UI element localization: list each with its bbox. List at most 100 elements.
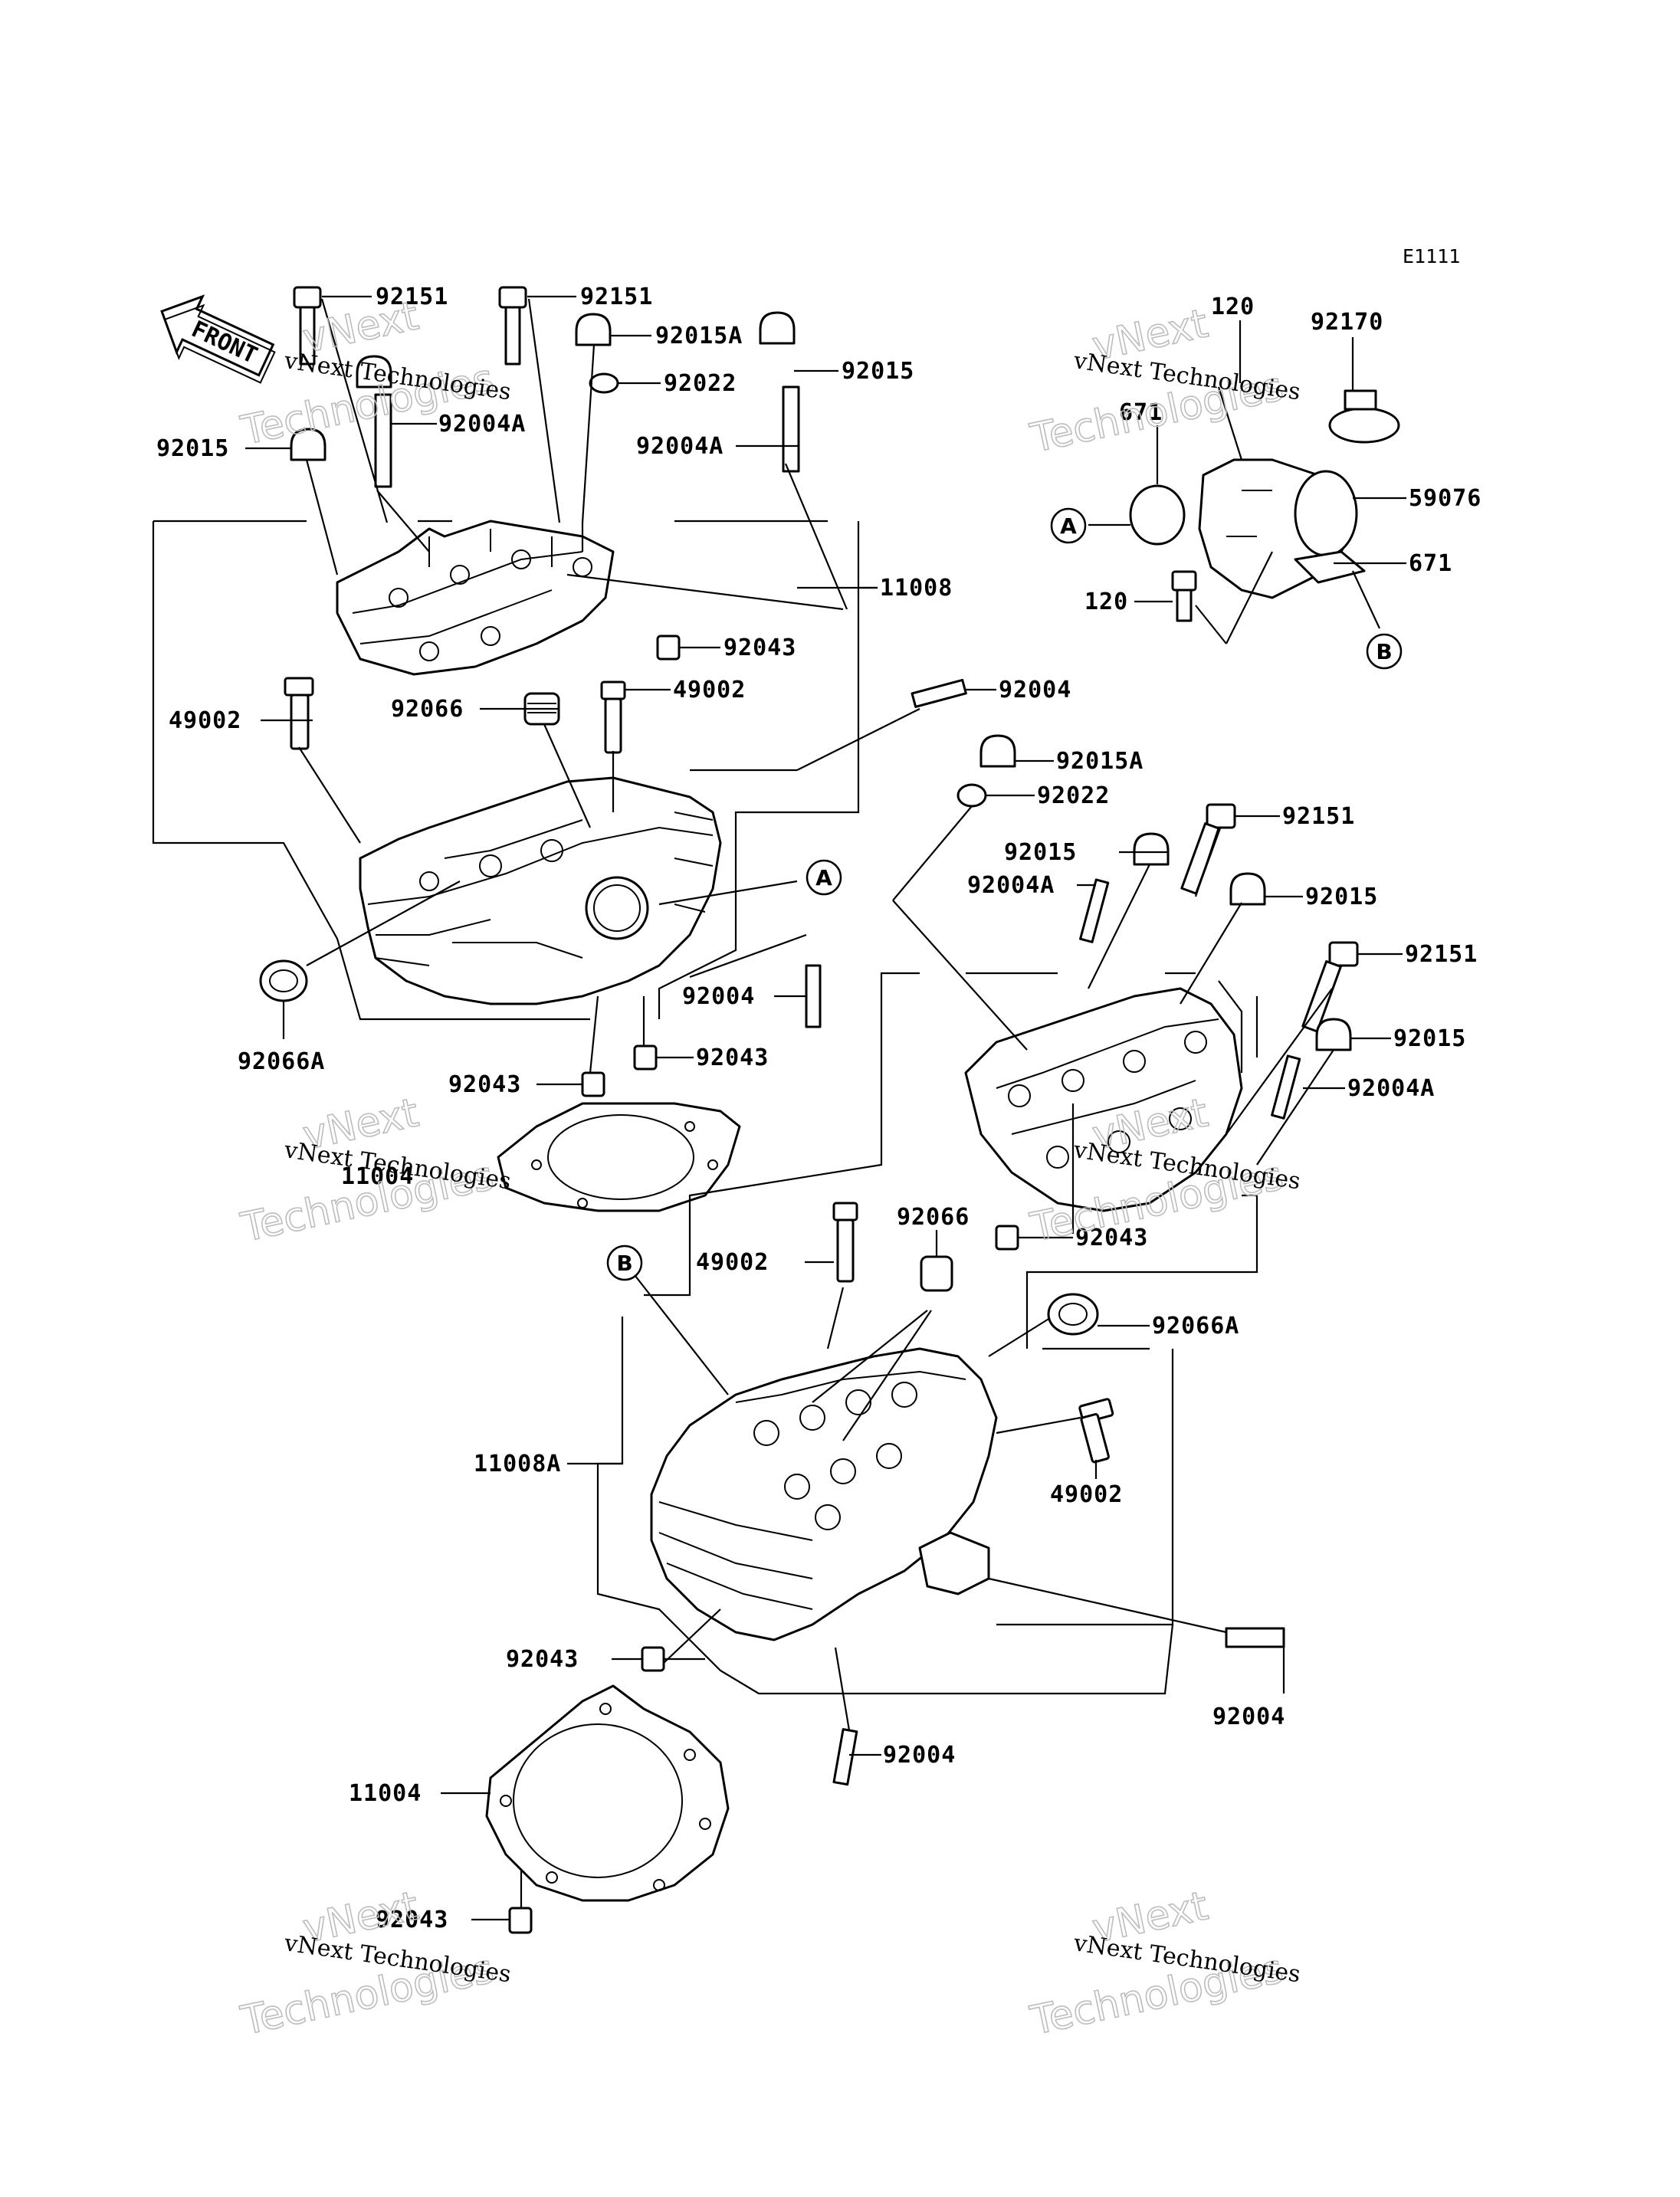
label-92043-b: 92043 — [696, 1044, 769, 1071]
watermark-bottom-right: vNext Technologies vNext Technologies — [1025, 1883, 1301, 2045]
stud-92004-a-icon — [911, 678, 967, 708]
label-92004-d: 92004 — [1212, 1703, 1285, 1730]
nut-92015-f-icon — [1315, 1018, 1352, 1051]
plug-92066a-a-icon — [259, 959, 308, 1002]
label-92015-b: 92015 — [156, 435, 229, 462]
label-92004a-b: 92004A — [636, 433, 724, 460]
label-92066-a: 92066 — [391, 696, 464, 723]
nut-upper-icon — [356, 355, 392, 389]
rear-head-cover — [964, 987, 1243, 1212]
front-head-assembly — [259, 286, 967, 1212]
marker-a-mid-label: A — [815, 865, 832, 890]
thermostat-housing-assembly — [1129, 389, 1400, 622]
washer-92022-icon — [589, 372, 619, 394]
stud-92004a-c-icon — [1079, 878, 1110, 943]
leader-lines — [152, 295, 1406, 1921]
marker-a-top: A — [1050, 507, 1087, 544]
front-arrow-icon: FRONT — [160, 294, 276, 384]
label-92170: 92170 — [1311, 309, 1383, 336]
label-49002-d: 49002 — [1050, 1481, 1123, 1508]
watermark-bottom-left: vNext Technologies vNext Technologies — [236, 1883, 512, 2045]
cylinder-head-front — [359, 776, 722, 1005]
dowel-92043-c-icon — [581, 1071, 605, 1097]
label-11004-a: 11004 — [341, 1163, 414, 1190]
seal-92066-b-icon — [920, 1255, 953, 1292]
label-92004-a: 92004 — [999, 677, 1071, 703]
label-120-b: 120 — [1084, 589, 1128, 615]
oring-671-b-icon — [1294, 550, 1366, 584]
label-92151-a: 92151 — [376, 284, 448, 310]
label-49002-a: 49002 — [169, 707, 241, 734]
rear-head-hardware — [956, 734, 1359, 1251]
stud-92004a-d-icon — [1271, 1054, 1301, 1120]
label-92004a-a: 92004A — [438, 411, 526, 438]
label-92004-c: 92004 — [883, 1742, 956, 1769]
bolt-92151-b-icon — [498, 286, 527, 366]
diagram-code: E1111 — [1403, 245, 1460, 267]
oring-671-a-icon — [1129, 484, 1186, 546]
cylinder-head-rear-11008a — [650, 1347, 998, 1641]
marker-b-top: B — [1366, 633, 1403, 670]
label-92015-e: 92015 — [1305, 884, 1378, 910]
label-92004-b: 92004 — [682, 983, 755, 1010]
stud-92004a-right-icon — [782, 385, 800, 473]
nut-92015a-icon — [575, 313, 612, 346]
dowel-92043-a-icon — [656, 635, 681, 661]
label-92022-b: 92022 — [1037, 782, 1110, 809]
label-120-a: 120 — [1211, 293, 1255, 320]
clamp-92170-icon — [1328, 389, 1400, 444]
stud-92004-b-icon — [805, 964, 822, 1028]
label-671-b: 671 — [1409, 550, 1452, 577]
stud-92004a-left-icon — [374, 393, 392, 488]
dowel-92043-d-icon — [995, 1225, 1019, 1251]
label-92043-e: 92043 — [506, 1646, 579, 1673]
washer-92022-b-icon — [956, 783, 987, 808]
label-49002-b: 49002 — [673, 677, 746, 703]
nut-92015-icon — [759, 311, 796, 345]
dowel-92043-b-icon — [633, 1044, 658, 1071]
watermark-mid-left: vNext Technologies vNext Technologies — [236, 1090, 512, 1252]
head-gasket-11004-b — [485, 1684, 730, 1902]
label-49002-c: 49002 — [696, 1249, 769, 1276]
label-92015-f: 92015 — [1393, 1025, 1466, 1052]
label-11004-b: 11004 — [349, 1780, 422, 1807]
rear-head-assembly — [485, 1202, 1285, 1934]
watermark-top-right: vNext Technologies vNext Technologies — [1025, 300, 1301, 463]
bolt-120-icon — [1171, 570, 1197, 622]
marker-a-mid: A — [806, 859, 842, 896]
label-671-a: 671 — [1119, 399, 1163, 426]
valve-guide-49002-c-icon — [832, 1202, 858, 1283]
label-92015a-b: 92015A — [1056, 748, 1144, 775]
label-92151-c: 92151 — [1282, 803, 1355, 830]
stud-92004-c-icon — [832, 1728, 858, 1786]
label-92043-f: 92043 — [376, 1907, 448, 1933]
nut-92015-e-icon — [1229, 872, 1266, 906]
marker-b-lower: B — [606, 1244, 643, 1281]
label-92043-d: 92043 — [1075, 1225, 1148, 1251]
bolt-92151-c-icon — [1180, 803, 1236, 895]
label-92015-d: 92015 — [1004, 839, 1077, 866]
marker-b-lower-label: B — [616, 1251, 632, 1276]
nut-92015-d-icon — [1133, 832, 1170, 866]
bolt-92151-d-icon — [1301, 941, 1359, 1033]
label-92066a-a: 92066A — [238, 1048, 325, 1075]
label-92004a-c: 92004A — [967, 872, 1055, 899]
cylinder-head-cover-11008 — [336, 520, 615, 676]
label-11008a: 11008A — [474, 1451, 561, 1477]
valve-guide-49002-d-icon — [1078, 1398, 1114, 1464]
label-92066-b: 92066 — [897, 1204, 970, 1231]
label-92151-b: 92151 — [580, 284, 653, 310]
plug-92066a-b-icon — [1047, 1293, 1099, 1336]
nut-92015-left-icon — [290, 428, 326, 461]
label-92004a-d: 92004A — [1347, 1075, 1435, 1102]
bolt-92151-a-icon — [293, 286, 322, 366]
label-92043-a: 92043 — [724, 635, 796, 661]
valve-guide-49002-a-icon — [284, 677, 314, 750]
label-92151-d: 92151 — [1405, 941, 1478, 968]
marker-a-top-label: A — [1060, 513, 1077, 539]
dowel-92043-e-icon — [641, 1646, 665, 1672]
label-92015a-a: 92015A — [655, 323, 743, 349]
dowel-92043-f-icon — [508, 1907, 533, 1934]
